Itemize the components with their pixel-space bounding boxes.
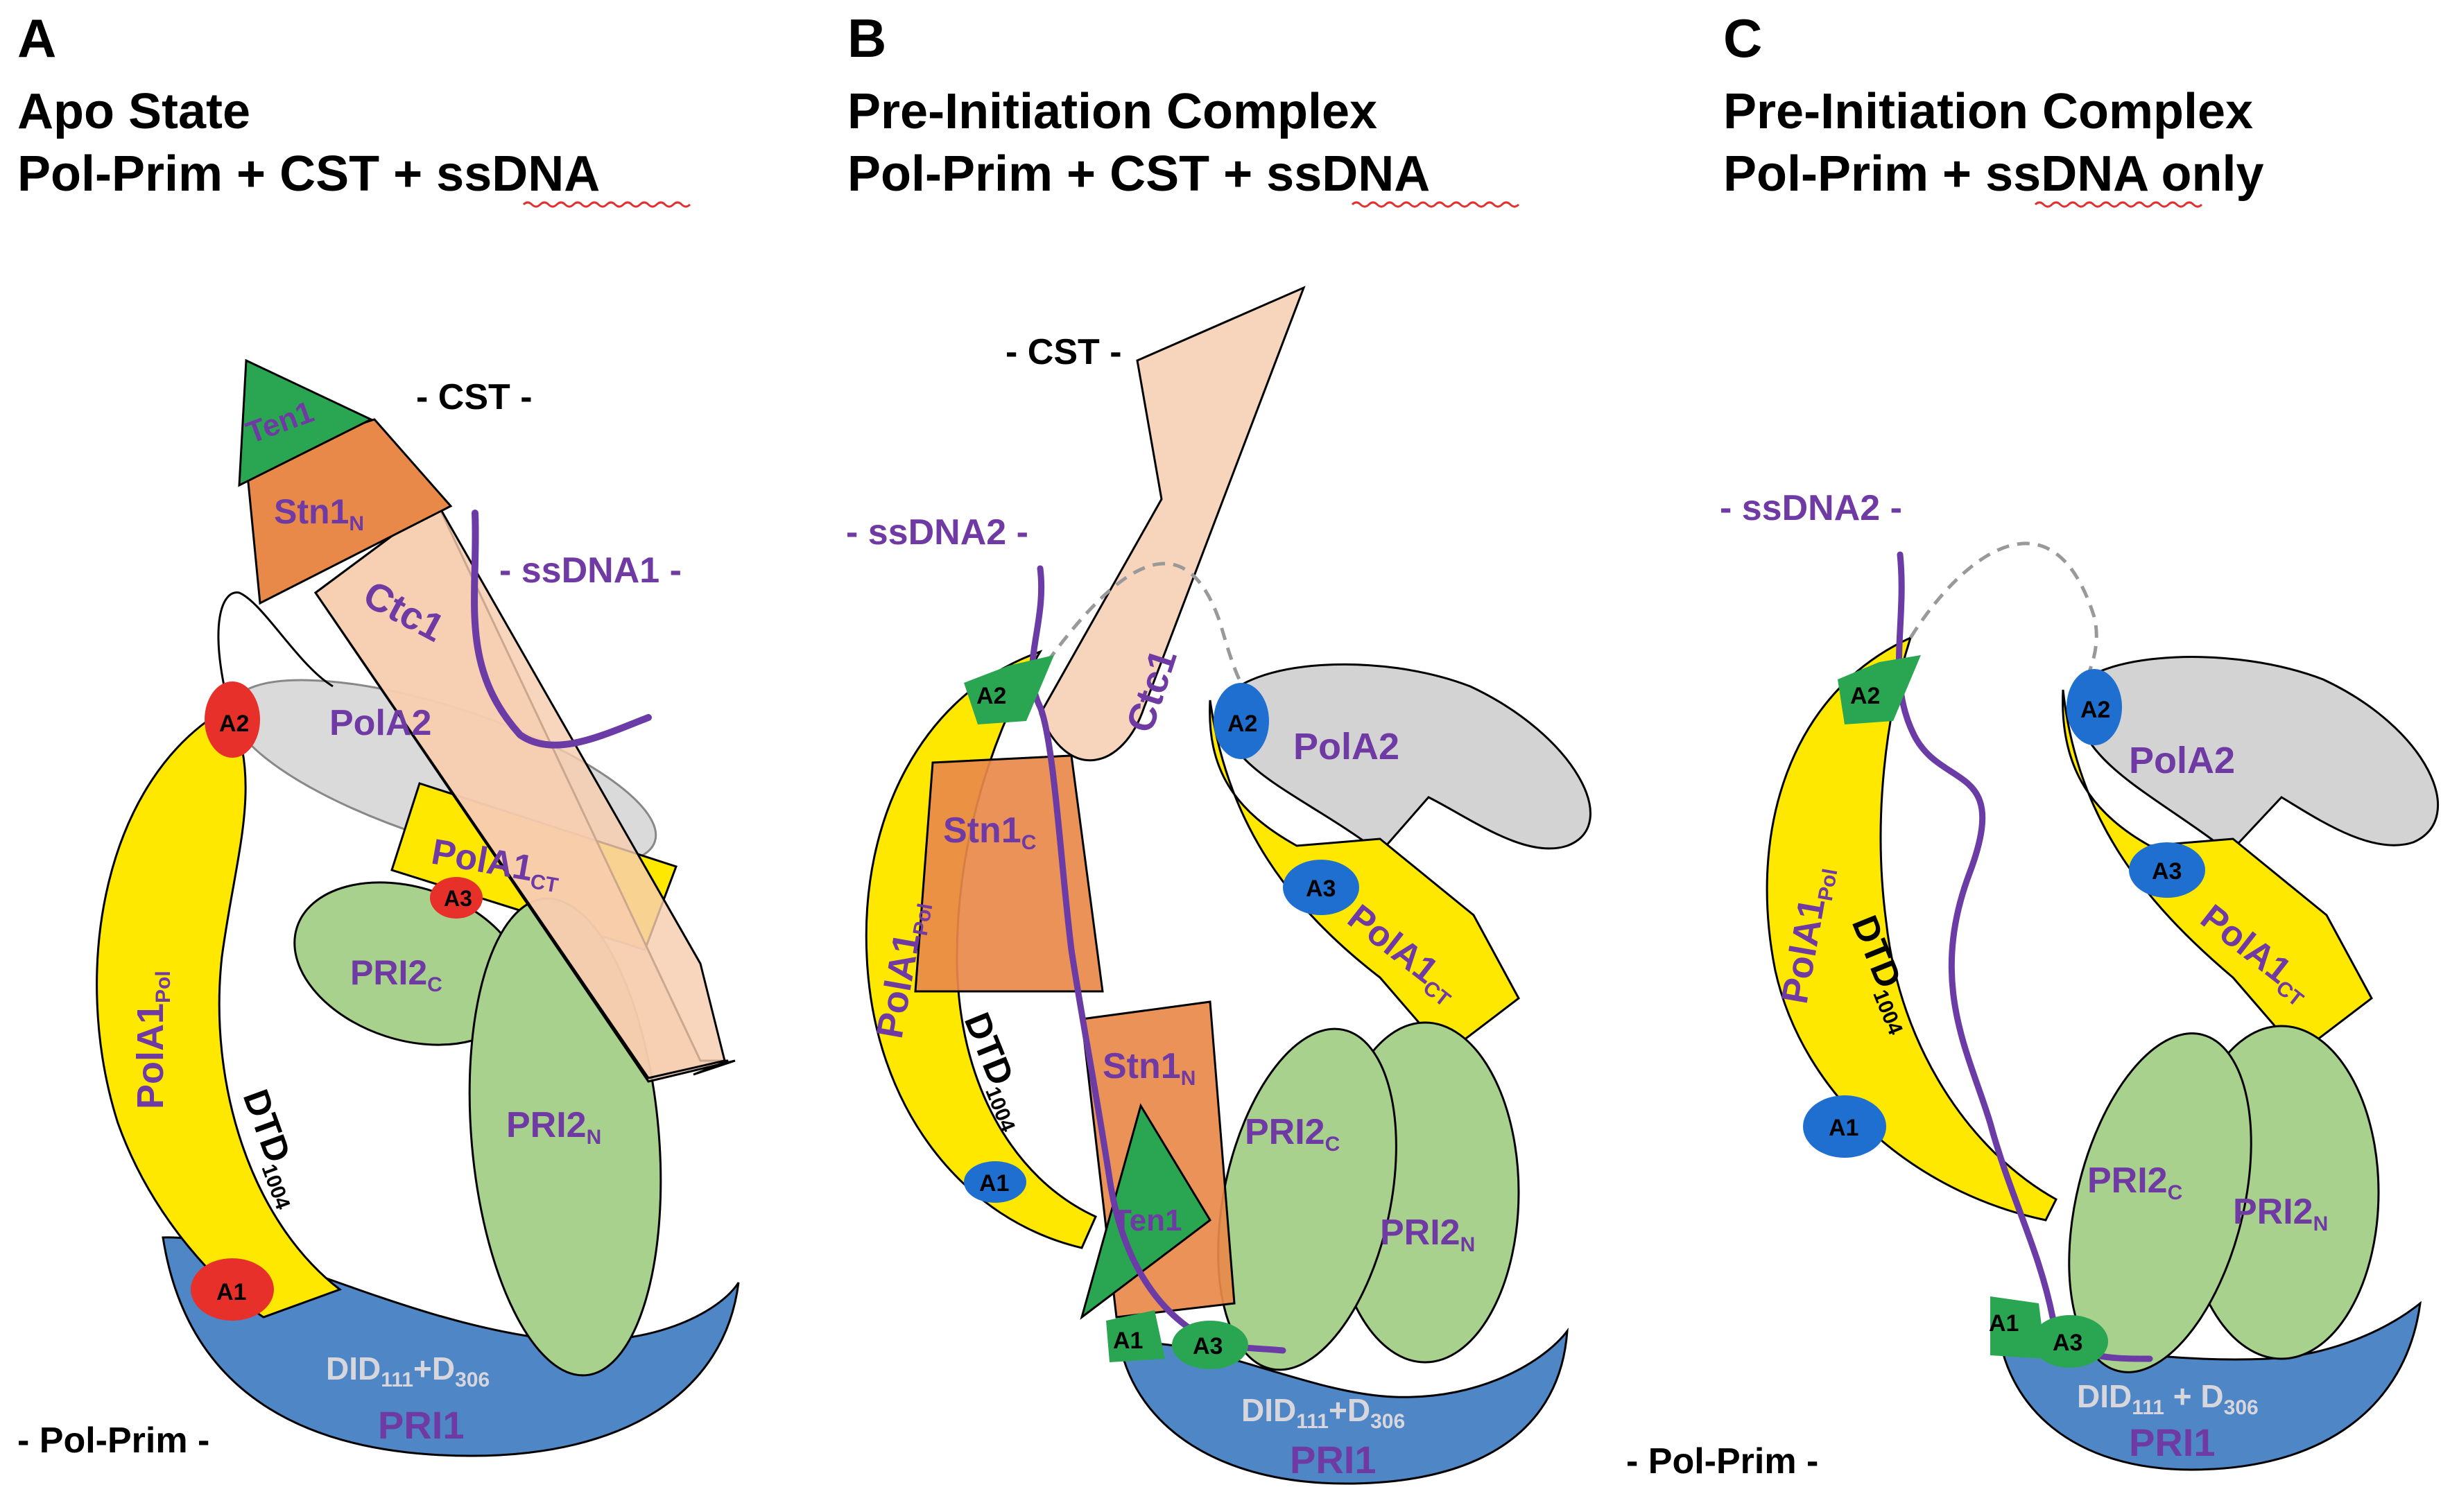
did-label-a: DID111+D306 xyxy=(326,1350,490,1391)
polprim-label-c: - Pol-Prim - xyxy=(1626,1441,1818,1481)
anchor-a1-green xyxy=(1990,1296,2046,1359)
anchor-a1-green-label: A1 xyxy=(1113,1328,1143,1354)
anchor-a1 xyxy=(191,1258,274,1321)
pola1ct-shape xyxy=(1209,699,1520,1056)
pri1-label-c: PRI1 xyxy=(2129,1420,2216,1464)
anchor-a2-green xyxy=(964,655,1054,724)
anchor-a2-blue-label: A2 xyxy=(2080,697,2110,723)
ten1-shape xyxy=(1080,1103,1211,1320)
pri1-label-a: PRI1 xyxy=(378,1403,465,1447)
pola2-label-b: PolA2 xyxy=(1293,726,1399,767)
anchor-a2-green-label: A2 xyxy=(1850,683,1880,709)
ssdna1-strand xyxy=(471,510,652,749)
anchor-a2-blue-label: A2 xyxy=(1227,711,1257,737)
pola2-label-a: PolA2 xyxy=(329,703,431,743)
panel-b-title-line2: Pol-Prim + CST + ssDNA xyxy=(847,146,1430,202)
did-label-c: DID111 + D306 xyxy=(2077,1378,2259,1419)
panel-b-title-line1: Pre-Initiation Complex xyxy=(847,84,1377,139)
pri2c-shape xyxy=(2068,1032,2252,1373)
anchor-a3-green xyxy=(1172,1321,1248,1369)
anchor-a3-green-label: A3 xyxy=(1193,1333,1223,1359)
pola2-label-c: PolA2 xyxy=(2129,740,2235,781)
pri1-shape xyxy=(1996,1301,2422,1471)
ssdna1-label: - ssDNA1 - xyxy=(499,550,682,591)
anchor-a3-blue-label: A3 xyxy=(1306,876,1336,902)
pri1-shape xyxy=(1119,1328,1569,1485)
did-label-b: DID111+D306 xyxy=(1241,1392,1405,1433)
panel-c-letter: C xyxy=(1723,8,1762,69)
anchor-a1-blue-label: A1 xyxy=(1829,1115,1858,1141)
stn1c-label-b: Stn1C xyxy=(943,810,1036,854)
anchor-a3-green xyxy=(2032,1315,2108,1368)
anchor-a2-blue xyxy=(2067,669,2122,745)
spellcheck-underline xyxy=(522,201,691,208)
panel-b-letter: B xyxy=(847,8,886,69)
pri2n-label-c: PRI2N xyxy=(2233,1192,2328,1235)
dashed-linker xyxy=(1908,541,2098,691)
ssdna2-label-b: - ssDNA2 - xyxy=(846,512,1028,553)
pri2c-label-c: PRI2C xyxy=(2087,1161,2182,1204)
anchor-a2 xyxy=(205,681,260,758)
dashed-linker xyxy=(1045,562,1250,695)
pola2-shape xyxy=(1219,663,1591,855)
stn1n-label-b: Stn1N xyxy=(1103,1046,1196,1090)
panel-a-letter: A xyxy=(17,8,56,69)
panel-a-title-line2: Pol-Prim + CST + ssDNA xyxy=(17,146,600,202)
panel-b: B Pre-Initiation Complex Pol-Prim + CST … xyxy=(846,8,1591,1485)
anchor-a2-green xyxy=(1838,655,1921,724)
cst-label-a: - CST - xyxy=(416,377,533,417)
pri2n-label-b: PRI2N xyxy=(1380,1213,1475,1256)
ssdna2-strand xyxy=(1896,551,2153,1362)
pola2-shape xyxy=(2072,656,2440,855)
anchor-a2-label: A2 xyxy=(219,711,249,737)
anchor-a3-label: A3 xyxy=(444,886,472,911)
anchor-a3-blue xyxy=(2129,842,2205,898)
anchor-a1-blue xyxy=(964,1161,1026,1203)
polprim-label-a: - Pol-Prim - xyxy=(17,1420,209,1461)
pri2c-label-b: PRI2C xyxy=(1245,1112,1340,1156)
anchor-a1-label: A1 xyxy=(216,1279,246,1305)
anchor-a1-green xyxy=(1106,1310,1165,1362)
anchor-a1-blue xyxy=(1803,1095,1886,1158)
anchor-a2-green-label: A2 xyxy=(976,683,1006,709)
linker-loop xyxy=(217,591,334,708)
pri1-label-b: PRI1 xyxy=(1290,1438,1377,1481)
panel-a: A Apo State Pol-Prim + CST + ssDNA - CST xyxy=(17,8,740,1461)
anchor-a2-blue xyxy=(1214,683,1269,759)
ten1-shape xyxy=(238,358,374,487)
panel-c-title-line2: Pol-Prim + ssDNA only xyxy=(1723,146,2264,202)
anchor-a3 xyxy=(430,877,483,919)
anchor-a3-green-label: A3 xyxy=(2053,1330,2082,1356)
spellcheck-underline xyxy=(2034,201,2203,208)
pola1-pol-shape xyxy=(96,705,343,1319)
pri2c-label-a: PRI2C xyxy=(350,953,442,996)
pola1pol-label-a: PolA1Pol xyxy=(130,971,175,1109)
pri2n-label-a: PRI2N xyxy=(506,1105,601,1149)
panel-a-title-line1: Apo State xyxy=(17,84,250,139)
panel-c-title-line1: Pre-Initiation Complex xyxy=(1723,84,2253,139)
pri2c-shape xyxy=(1217,1027,1397,1371)
spellcheck-underline xyxy=(1351,201,1520,208)
anchor-a1-blue-label: A1 xyxy=(979,1170,1009,1197)
pola1ct-shape xyxy=(2062,689,2373,1056)
ctc1-shape xyxy=(1039,286,1306,762)
ten1-label-b: Ten1 xyxy=(1113,1203,1182,1237)
ssdna2-label-c: - ssDNA2 - xyxy=(1720,488,1902,528)
anchor-a3-blue-label: A3 xyxy=(2152,858,2182,885)
stn1n-label-a: Stn1N xyxy=(274,492,364,535)
anchor-a3-blue xyxy=(1283,860,1359,915)
cst-label-b: - CST - xyxy=(1006,332,1122,372)
anchor-a1-green-label: A1 xyxy=(1989,1310,2019,1337)
panel-c: C Pre-Initiation Complex Pol-Prim + ssDN… xyxy=(1626,8,2440,1481)
